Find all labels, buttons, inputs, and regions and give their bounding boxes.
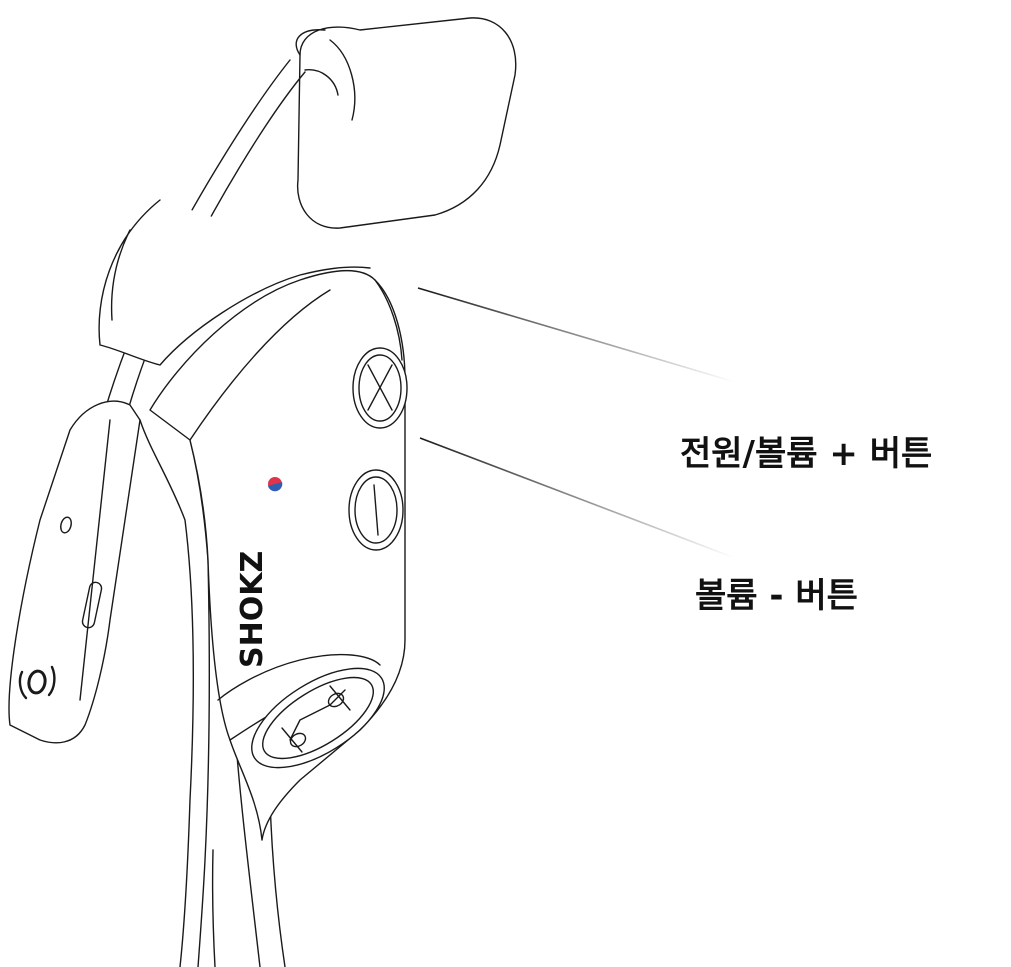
leader-line-plus: [417, 287, 736, 383]
leader-line-minus: [419, 437, 736, 559]
minus-icon: [373, 484, 379, 536]
volume-minus-button[interactable]: [348, 469, 404, 551]
svg-text:SHOKZ: SHOKZ: [235, 551, 270, 668]
brand-logo: SHOKZ: [235, 551, 270, 668]
earpiece-body-back: [98, 199, 371, 366]
callout-lines: [417, 287, 736, 559]
led-indicator: [268, 477, 283, 492]
rear-module: [8, 400, 141, 744]
ear-hook: [295, 17, 517, 229]
power-volume-plus-label: 전원/볼륨 + 버튼: [680, 434, 933, 474]
charging-port: [251, 667, 385, 769]
mic-icon: [18, 665, 56, 700]
volume-minus-label: 볼륨 - 버튼: [695, 576, 858, 616]
volume-plus-button[interactable]: [352, 347, 408, 429]
